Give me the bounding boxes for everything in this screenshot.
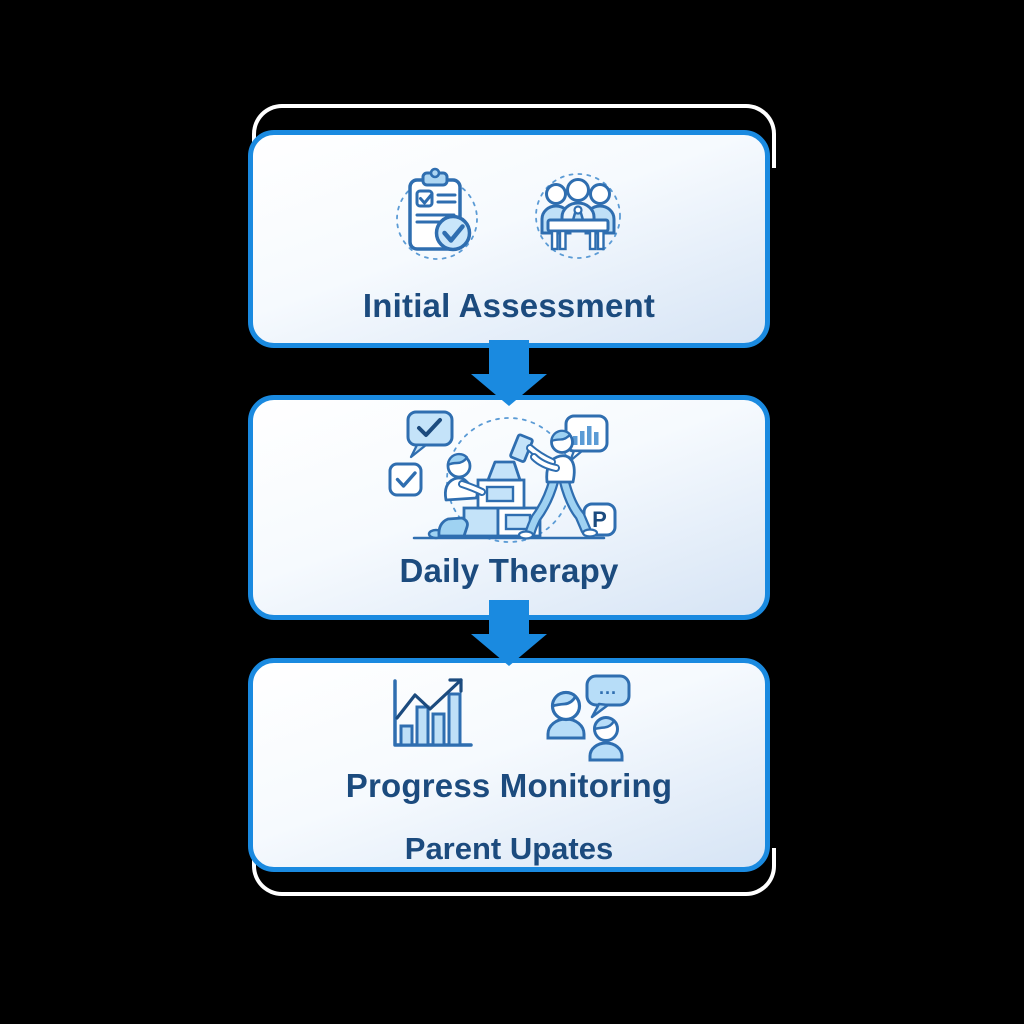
step-title: Initial Assessment <box>362 287 656 324</box>
outer-outline-top <box>252 104 776 168</box>
growth-chart-icon <box>393 678 473 747</box>
step-title: Daily Therapy <box>399 552 619 589</box>
parent-chat-icon: ... <box>546 674 631 762</box>
team-meeting-icon <box>535 173 621 259</box>
down-arrow-icon <box>471 600 547 666</box>
step-progress-monitoring: ... Progress Monitoring Parent Upates <box>248 658 770 872</box>
step-initial-assessment: Initial Assessment <box>248 130 770 348</box>
adult-figure <box>517 429 599 540</box>
step-daily-therapy: P <box>248 395 770 620</box>
therapy-play-illustration: P <box>388 410 617 543</box>
step1-icons <box>390 163 628 263</box>
clipboard-checklist-icon <box>396 167 478 260</box>
check-bubble-icon <box>406 410 454 459</box>
outer-outline-bottom <box>252 848 776 896</box>
down-arrow-icon <box>471 340 547 406</box>
step-title: Progress Monitoring <box>345 767 673 804</box>
child-figure <box>427 452 486 540</box>
chart-bubble-icon <box>564 414 609 463</box>
p-badge-label: P <box>592 507 607 532</box>
building-blocks <box>462 433 542 538</box>
step-subtitle: Parent Upates <box>404 831 614 866</box>
chat-bubble-dots: ... <box>599 678 617 698</box>
check-square-icon <box>388 462 423 497</box>
step3-icons: ... <box>381 673 637 763</box>
